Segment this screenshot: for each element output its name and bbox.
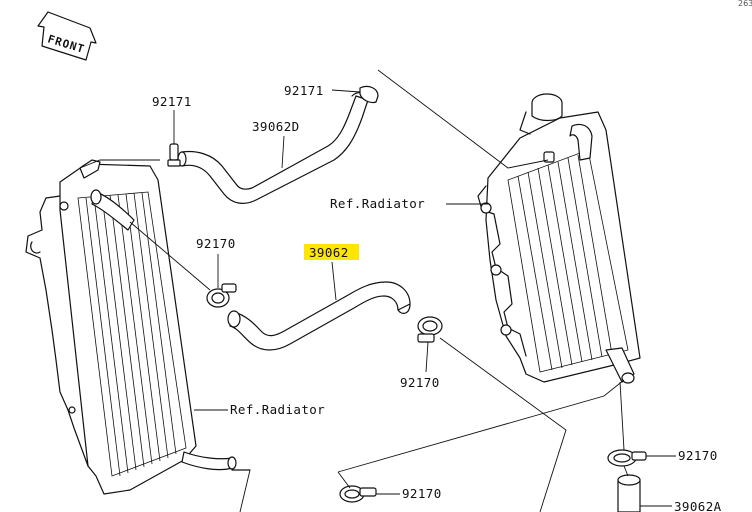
- label-92170-a[interactable]: 92170: [196, 236, 236, 251]
- label-92170-c[interactable]: 92170: [678, 448, 718, 463]
- label-39062[interactable]: 39062: [309, 245, 349, 260]
- leader-lines: [79, 69, 676, 512]
- corner-code: 263: [738, 0, 752, 8]
- right-radiator: [477, 93, 641, 384]
- label-ref-radiator-right[interactable]: Ref.Radiator: [330, 196, 425, 211]
- clamp-92170-b: [417, 316, 443, 343]
- clamp-92171-left: [167, 143, 181, 167]
- right-radiator-core-lines: [517, 154, 613, 371]
- label-92170-b[interactable]: 92170: [400, 375, 440, 390]
- label-92171-top[interactable]: 92171: [284, 83, 324, 98]
- hose-39062A: [617, 474, 641, 512]
- clamp-92170-c: [607, 449, 647, 467]
- clamp-92170-a: [206, 283, 237, 308]
- label-ref-radiator-left[interactable]: Ref.Radiator: [230, 402, 325, 417]
- clamp-92171-top: [359, 85, 379, 104]
- part-39062-highlight: [304, 244, 359, 260]
- label-39062A[interactable]: 39062A: [674, 499, 722, 512]
- hose-39062D: [177, 91, 373, 204]
- left-radiator: [25, 159, 251, 495]
- label-39062D[interactable]: 39062D: [252, 119, 300, 134]
- label-92170-d[interactable]: 92170: [402, 486, 442, 501]
- front-arrow-icon: FRONT: [37, 11, 97, 61]
- label-92171-left[interactable]: 92171: [152, 94, 192, 109]
- clamp-small-right: [543, 151, 555, 163]
- clamp-92170-d: [339, 485, 377, 503]
- hose-39062: [227, 281, 411, 351]
